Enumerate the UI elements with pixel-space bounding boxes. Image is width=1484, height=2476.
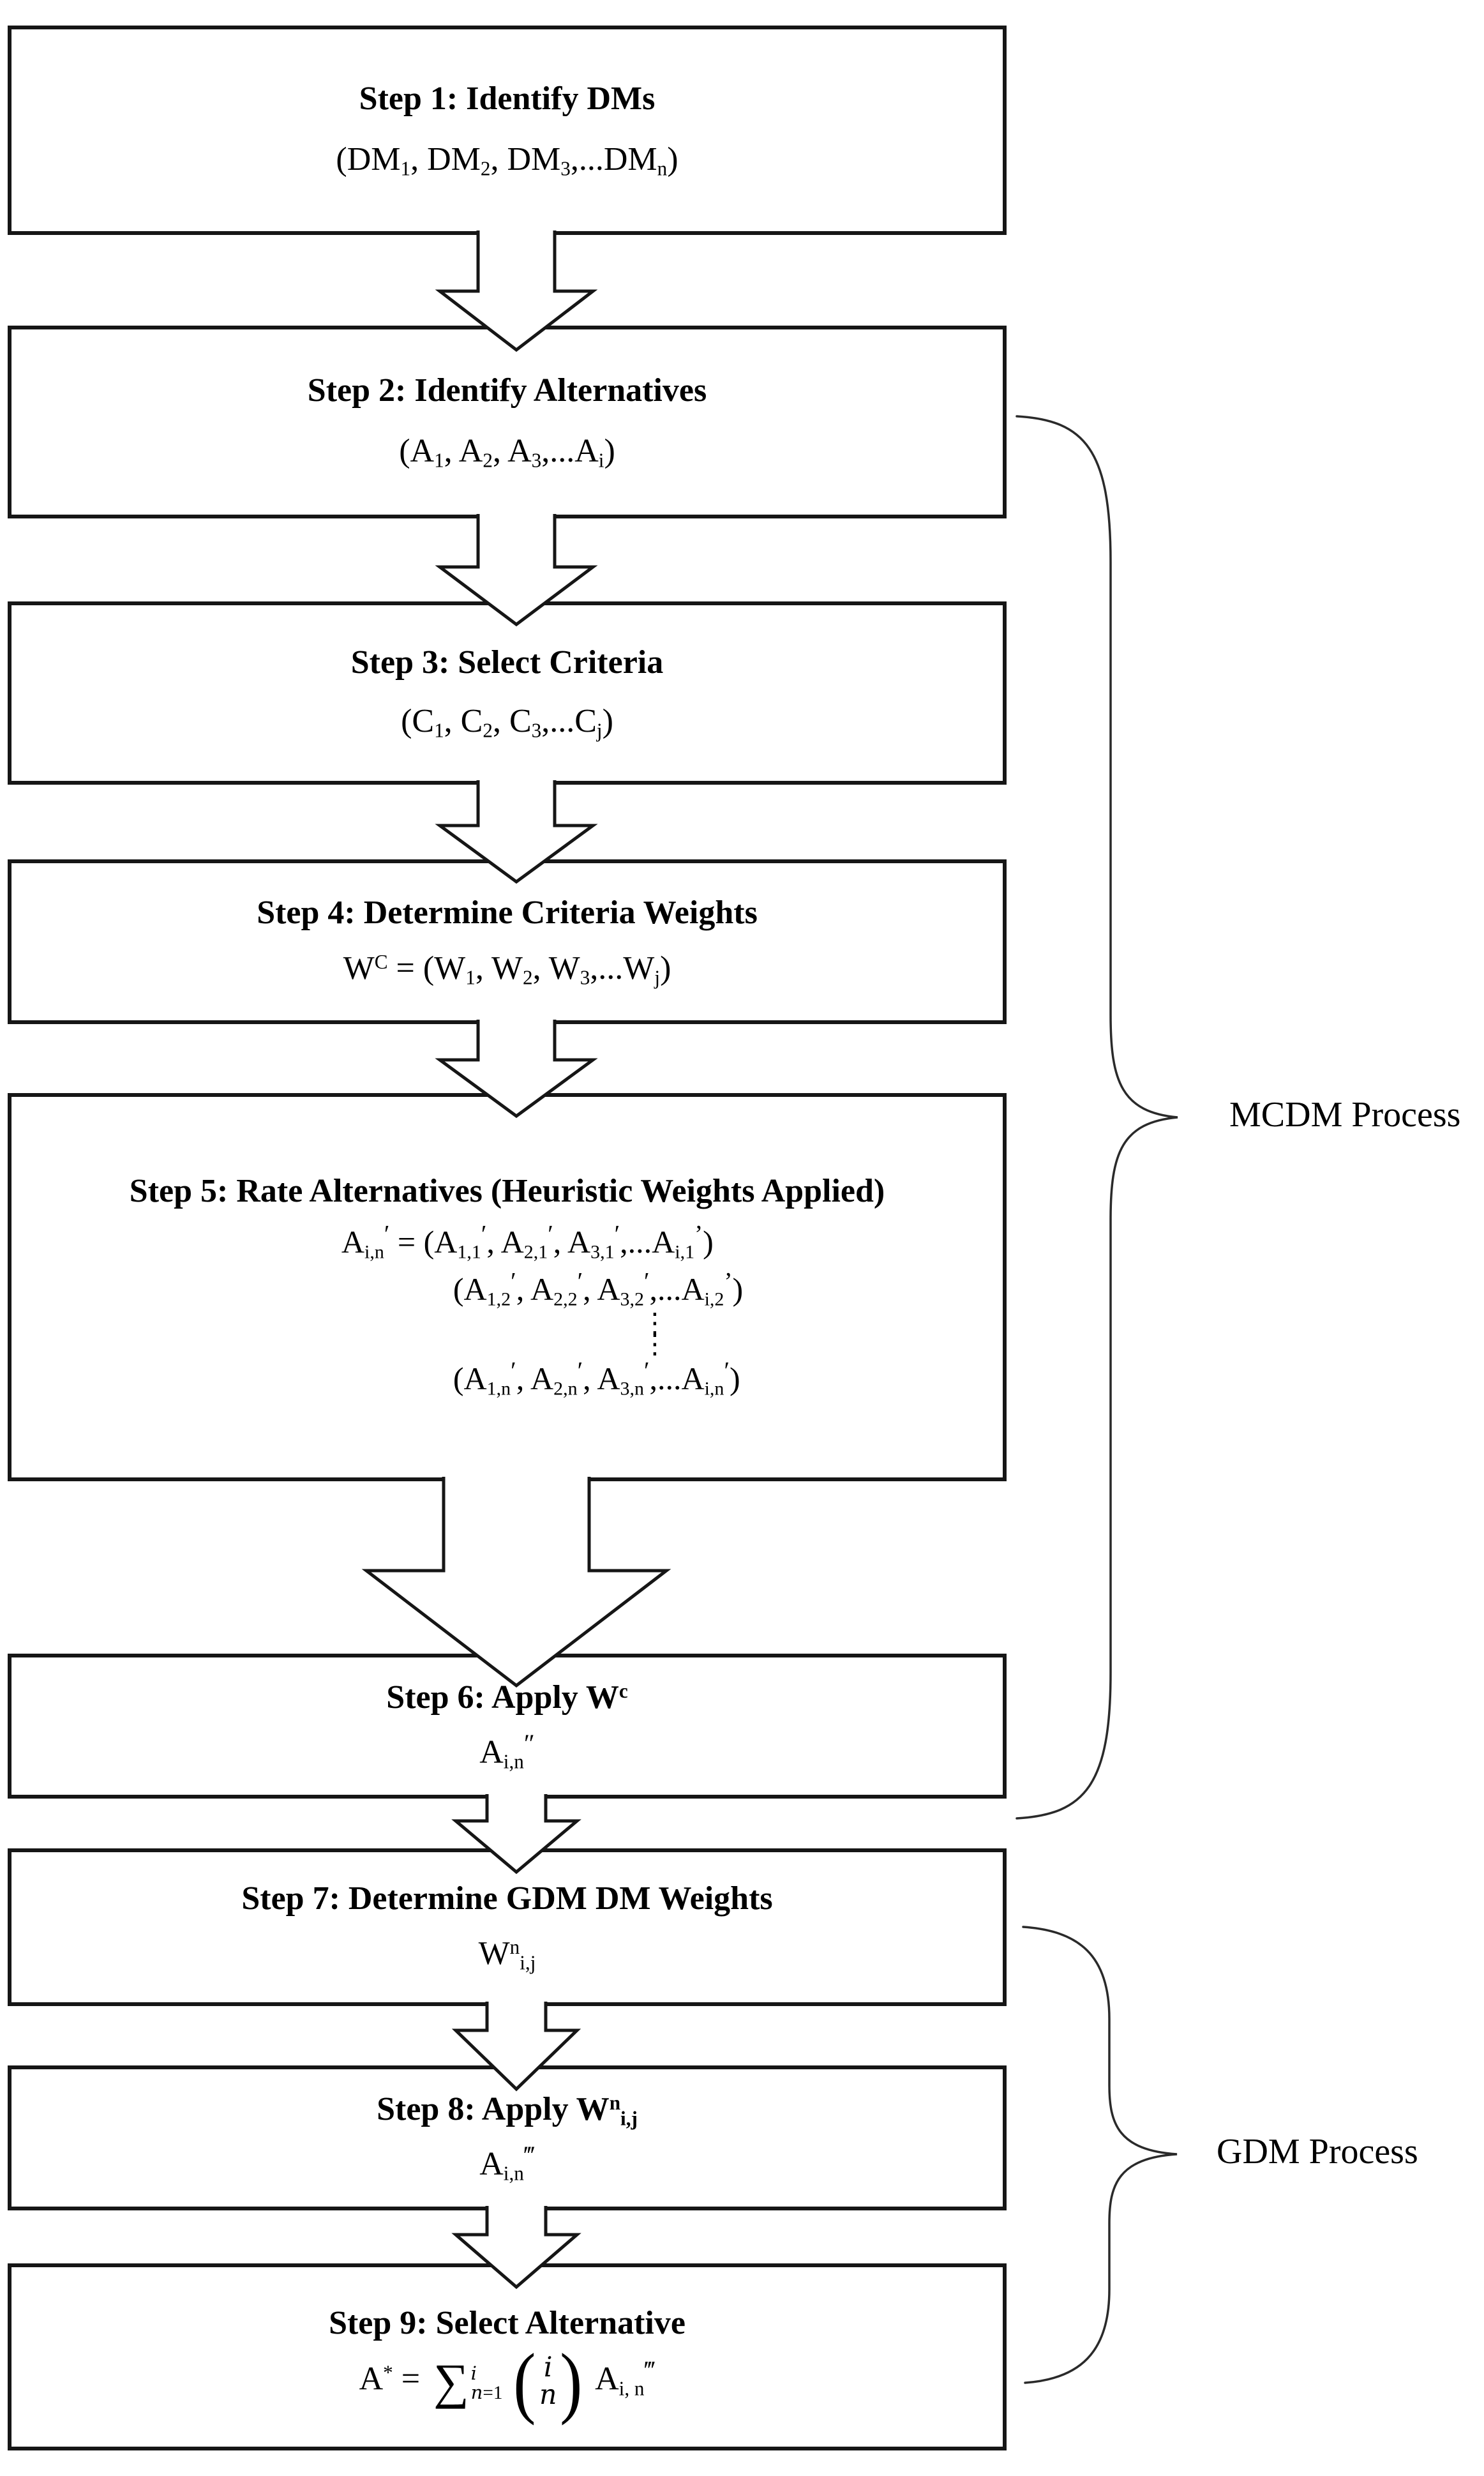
step-1-title: Step 1: Identify DMs [359, 80, 656, 117]
step-8-formula: Ai,n‴ [479, 2140, 535, 2185]
step-3-title: Step 3: Select Criteria [350, 644, 664, 681]
vertical-ellipsis: ⋮ [641, 1309, 668, 1339]
step-5-formula-line-2: (A1,2′, A2,2′, A3,2′,...Ai,2’) [453, 1267, 744, 1310]
vertical-ellipsis: ⋮ [641, 1329, 668, 1359]
step-9-title: Step 9: Select Alternative [329, 2304, 686, 2341]
step-7-formula: Wni,j [478, 1935, 536, 1975]
step-5-formula-line-3: (A1,n′, A2,n′, A3,n′,...Ai,n′) [453, 1357, 740, 1399]
step-4-box: Step 4: Determine Criteria Weights WC = … [8, 859, 1007, 1024]
mcdm-process-label: MCDM Process [1229, 1095, 1461, 1135]
step-2-box: Step 2: Identify Alternatives (A1, A2, A… [8, 326, 1007, 518]
gdm-process-label: GDM Process [1217, 2132, 1418, 2171]
step-4-formula: WC = (W1, W2, W3,...Wj) [343, 949, 671, 989]
gdm-brace [1022, 1926, 1178, 2384]
step-4-title: Step 4: Determine Criteria Weights [257, 895, 758, 932]
step-2-formula: (A1, A2, A3,...Ai) [399, 432, 615, 472]
step-7-box: Step 7: Determine GDM DM Weights Wni,j [8, 1848, 1007, 2006]
step-6-formula: Ai,n″ [479, 1729, 535, 1774]
step-6-box: Step 6: Apply Wc Ai,n″ [8, 1654, 1007, 1799]
step-7-title: Step 7: Determine GDM DM Weights [241, 1880, 773, 1917]
step-8-title: Step 8: Apply Wni,j [377, 2091, 638, 2130]
step-1-box: Step 1: Identify DMs (DM1, DM2, DM3,...D… [8, 26, 1007, 235]
step-5-title: Step 5: Rate Alternatives (Heuristic Wei… [129, 1172, 885, 1209]
step-6-title: Step 6: Apply Wc [386, 1679, 628, 1716]
step-1-formula: (DM1, DM2, DM3,...DMn) [336, 140, 678, 180]
step-3-formula: (C1, C2, C3,...Cj) [401, 703, 613, 743]
step-5-formula-line-1: Ai,n′ = (A1,1′, A2,1′, A3,1′,...Ai,1’) [341, 1220, 714, 1263]
step-8-box: Step 8: Apply Wni,j Ai,n‴ [8, 2065, 1007, 2210]
mcdm-brace [1016, 415, 1178, 1820]
step-3-box: Step 3: Select Criteria (C1, C2, C3,...C… [8, 601, 1007, 785]
step-5-formula-block: Ai,n′ = (A1,1′, A2,1′, A3,1′,...Ai,1’) (… [341, 1219, 743, 1402]
step-5-box: Step 5: Rate Alternatives (Heuristic Wei… [8, 1093, 1007, 1481]
step-2-title: Step 2: Identify Alternatives [307, 372, 707, 409]
